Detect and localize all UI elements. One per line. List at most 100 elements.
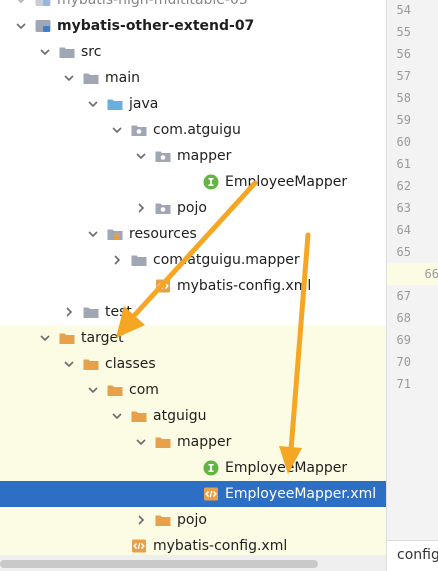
- tree-item-label: pojo: [177, 200, 207, 216]
- line-number: 63: [396, 201, 411, 215]
- tree-item-label: com: [129, 382, 159, 398]
- chevron-down-icon[interactable]: [84, 221, 102, 247]
- interface-icon: [202, 459, 220, 477]
- line-number: 56: [396, 47, 411, 61]
- tree-item-label: pojo: [177, 512, 207, 528]
- line-number: 66: [387, 263, 438, 285]
- tree-item-mapper[interactable]: mapper: [0, 429, 386, 455]
- tree-item-src[interactable]: src: [0, 39, 386, 65]
- tree-item-mapper[interactable]: mapper: [0, 143, 386, 169]
- package-icon: [154, 199, 172, 217]
- line-number: 61: [396, 157, 411, 171]
- chevron-down-icon[interactable]: [108, 403, 126, 429]
- folder-orange-icon: [154, 433, 172, 451]
- package-icon: [130, 121, 148, 139]
- tree-item-java[interactable]: java: [0, 91, 386, 117]
- chevron-right-icon[interactable]: [132, 507, 150, 533]
- chevron-down-icon[interactable]: [12, 0, 30, 13]
- folder-orange-icon: [58, 329, 76, 347]
- interface-icon: [202, 173, 220, 191]
- chevron-down-icon[interactable]: [36, 39, 54, 65]
- chevron-right-icon[interactable]: [60, 299, 78, 325]
- tree-item-main[interactable]: main: [0, 65, 386, 91]
- tree-item-resources[interactable]: resources: [0, 221, 386, 247]
- tree-item-com-atguigu[interactable]: com.atguigu: [0, 117, 386, 143]
- chevron-down-icon[interactable]: [60, 351, 78, 377]
- line-number: 55: [396, 25, 411, 39]
- tree-item-label: com.atguigu: [153, 122, 241, 138]
- folder-gray-icon: [130, 251, 148, 269]
- line-number: 54: [396, 3, 411, 17]
- line-number: 59: [396, 113, 411, 127]
- chevron-down-icon[interactable]: [132, 143, 150, 169]
- tree-item-com-atguigu-mapper[interactable]: com.atguigu.mapper: [0, 247, 386, 273]
- chevron-down-icon[interactable]: [84, 377, 102, 403]
- folder-blue-icon: [106, 95, 124, 113]
- editor-tab-config[interactable]: config: [387, 540, 438, 571]
- tree-item-label: test: [105, 304, 132, 320]
- line-number: 67: [396, 289, 411, 303]
- tree-item-mybatis-config-xml[interactable]: mybatis-config.xml: [0, 273, 386, 299]
- chevron-down-icon[interactable]: [36, 325, 54, 351]
- tree-item-label: src: [81, 44, 102, 60]
- chevron-down-icon[interactable]: [12, 13, 30, 39]
- resources-folder-icon: [106, 225, 124, 243]
- folder-orange-icon: [154, 511, 172, 529]
- folder-gray-icon: [58, 43, 76, 61]
- tree-item-label: mybatis-config.xml: [177, 278, 312, 294]
- chevron-down-icon[interactable]: [132, 429, 150, 455]
- line-number: 71: [396, 377, 411, 391]
- tree-item-employeemapper[interactable]: EmployeeMapper: [0, 455, 386, 481]
- tree-item-mybatis-config-xml[interactable]: mybatis-config.xml: [0, 533, 386, 559]
- tree-item-mybatis-high-multitable-05[interactable]: mybatis-high-multitable-05: [0, 0, 386, 13]
- tree-item-label: resources: [129, 226, 197, 242]
- tree-item-classes[interactable]: classes: [0, 351, 386, 377]
- folder-orange-icon: [82, 355, 100, 373]
- project-tree-panel: mybatis-high-multitable-05 mybatis-other-…: [0, 0, 386, 559]
- tree-item-label: target: [81, 330, 124, 346]
- folder-orange-icon: [106, 381, 124, 399]
- tree-item-label: mapper: [177, 434, 232, 450]
- xml-file-icon: [130, 537, 148, 555]
- folder-orange-icon: [130, 407, 148, 425]
- tree-item-test[interactable]: test: [0, 299, 386, 325]
- tree-item-pojo[interactable]: pojo: [0, 507, 386, 533]
- tree-item-target[interactable]: target: [0, 325, 386, 351]
- chevron-down-icon[interactable]: [60, 65, 78, 91]
- line-number: 62: [396, 179, 411, 193]
- tree-item-employeemapper[interactable]: EmployeeMapper: [0, 169, 386, 195]
- tree-item-mybatis-other-extend-07[interactable]: mybatis-other-extend-07: [0, 13, 386, 39]
- chevron-down-icon[interactable]: [84, 91, 102, 117]
- tree-item-label: EmployeeMapper.xml: [225, 486, 377, 502]
- tree-item-atguigu[interactable]: atguigu: [0, 403, 386, 429]
- tree-item-label: atguigu: [153, 408, 207, 424]
- line-number: 57: [396, 69, 411, 83]
- tree-item-label: java: [129, 96, 159, 112]
- tree-item-label: mybatis-config.xml: [153, 538, 288, 554]
- chevron-right-icon[interactable]: [132, 195, 150, 221]
- tree-item-label: classes: [105, 356, 156, 372]
- tree-item-pojo[interactable]: pojo: [0, 195, 386, 221]
- tree-item-label: EmployeeMapper: [225, 460, 348, 476]
- chevron-down-icon[interactable]: [108, 117, 126, 143]
- folder-gray-icon: [82, 69, 100, 87]
- package-icon: [154, 147, 172, 165]
- line-number: 60: [396, 135, 411, 149]
- line-number: 64: [396, 223, 411, 237]
- xml-file-icon: [202, 485, 220, 503]
- chevron-right-icon[interactable]: [108, 247, 126, 273]
- tree-item-com[interactable]: com: [0, 377, 386, 403]
- folder-gray-icon: [82, 303, 100, 321]
- line-number: 69: [396, 333, 411, 347]
- tree-item-label: main: [105, 70, 140, 86]
- module-icon: [34, 17, 52, 35]
- line-number: 70: [396, 355, 411, 369]
- tree-item-label: com.atguigu.mapper: [153, 252, 300, 268]
- tree-item-label: EmployeeMapper: [225, 174, 348, 190]
- line-number: 65: [396, 245, 411, 259]
- tree-item-employeemapper-xml[interactable]: EmployeeMapper.xml: [0, 481, 386, 507]
- horizontal-scrollbar-thumb[interactable]: [0, 560, 318, 568]
- tree-item-label: mybatis-other-extend-07: [57, 18, 255, 34]
- tree-item-label: mapper: [177, 148, 232, 164]
